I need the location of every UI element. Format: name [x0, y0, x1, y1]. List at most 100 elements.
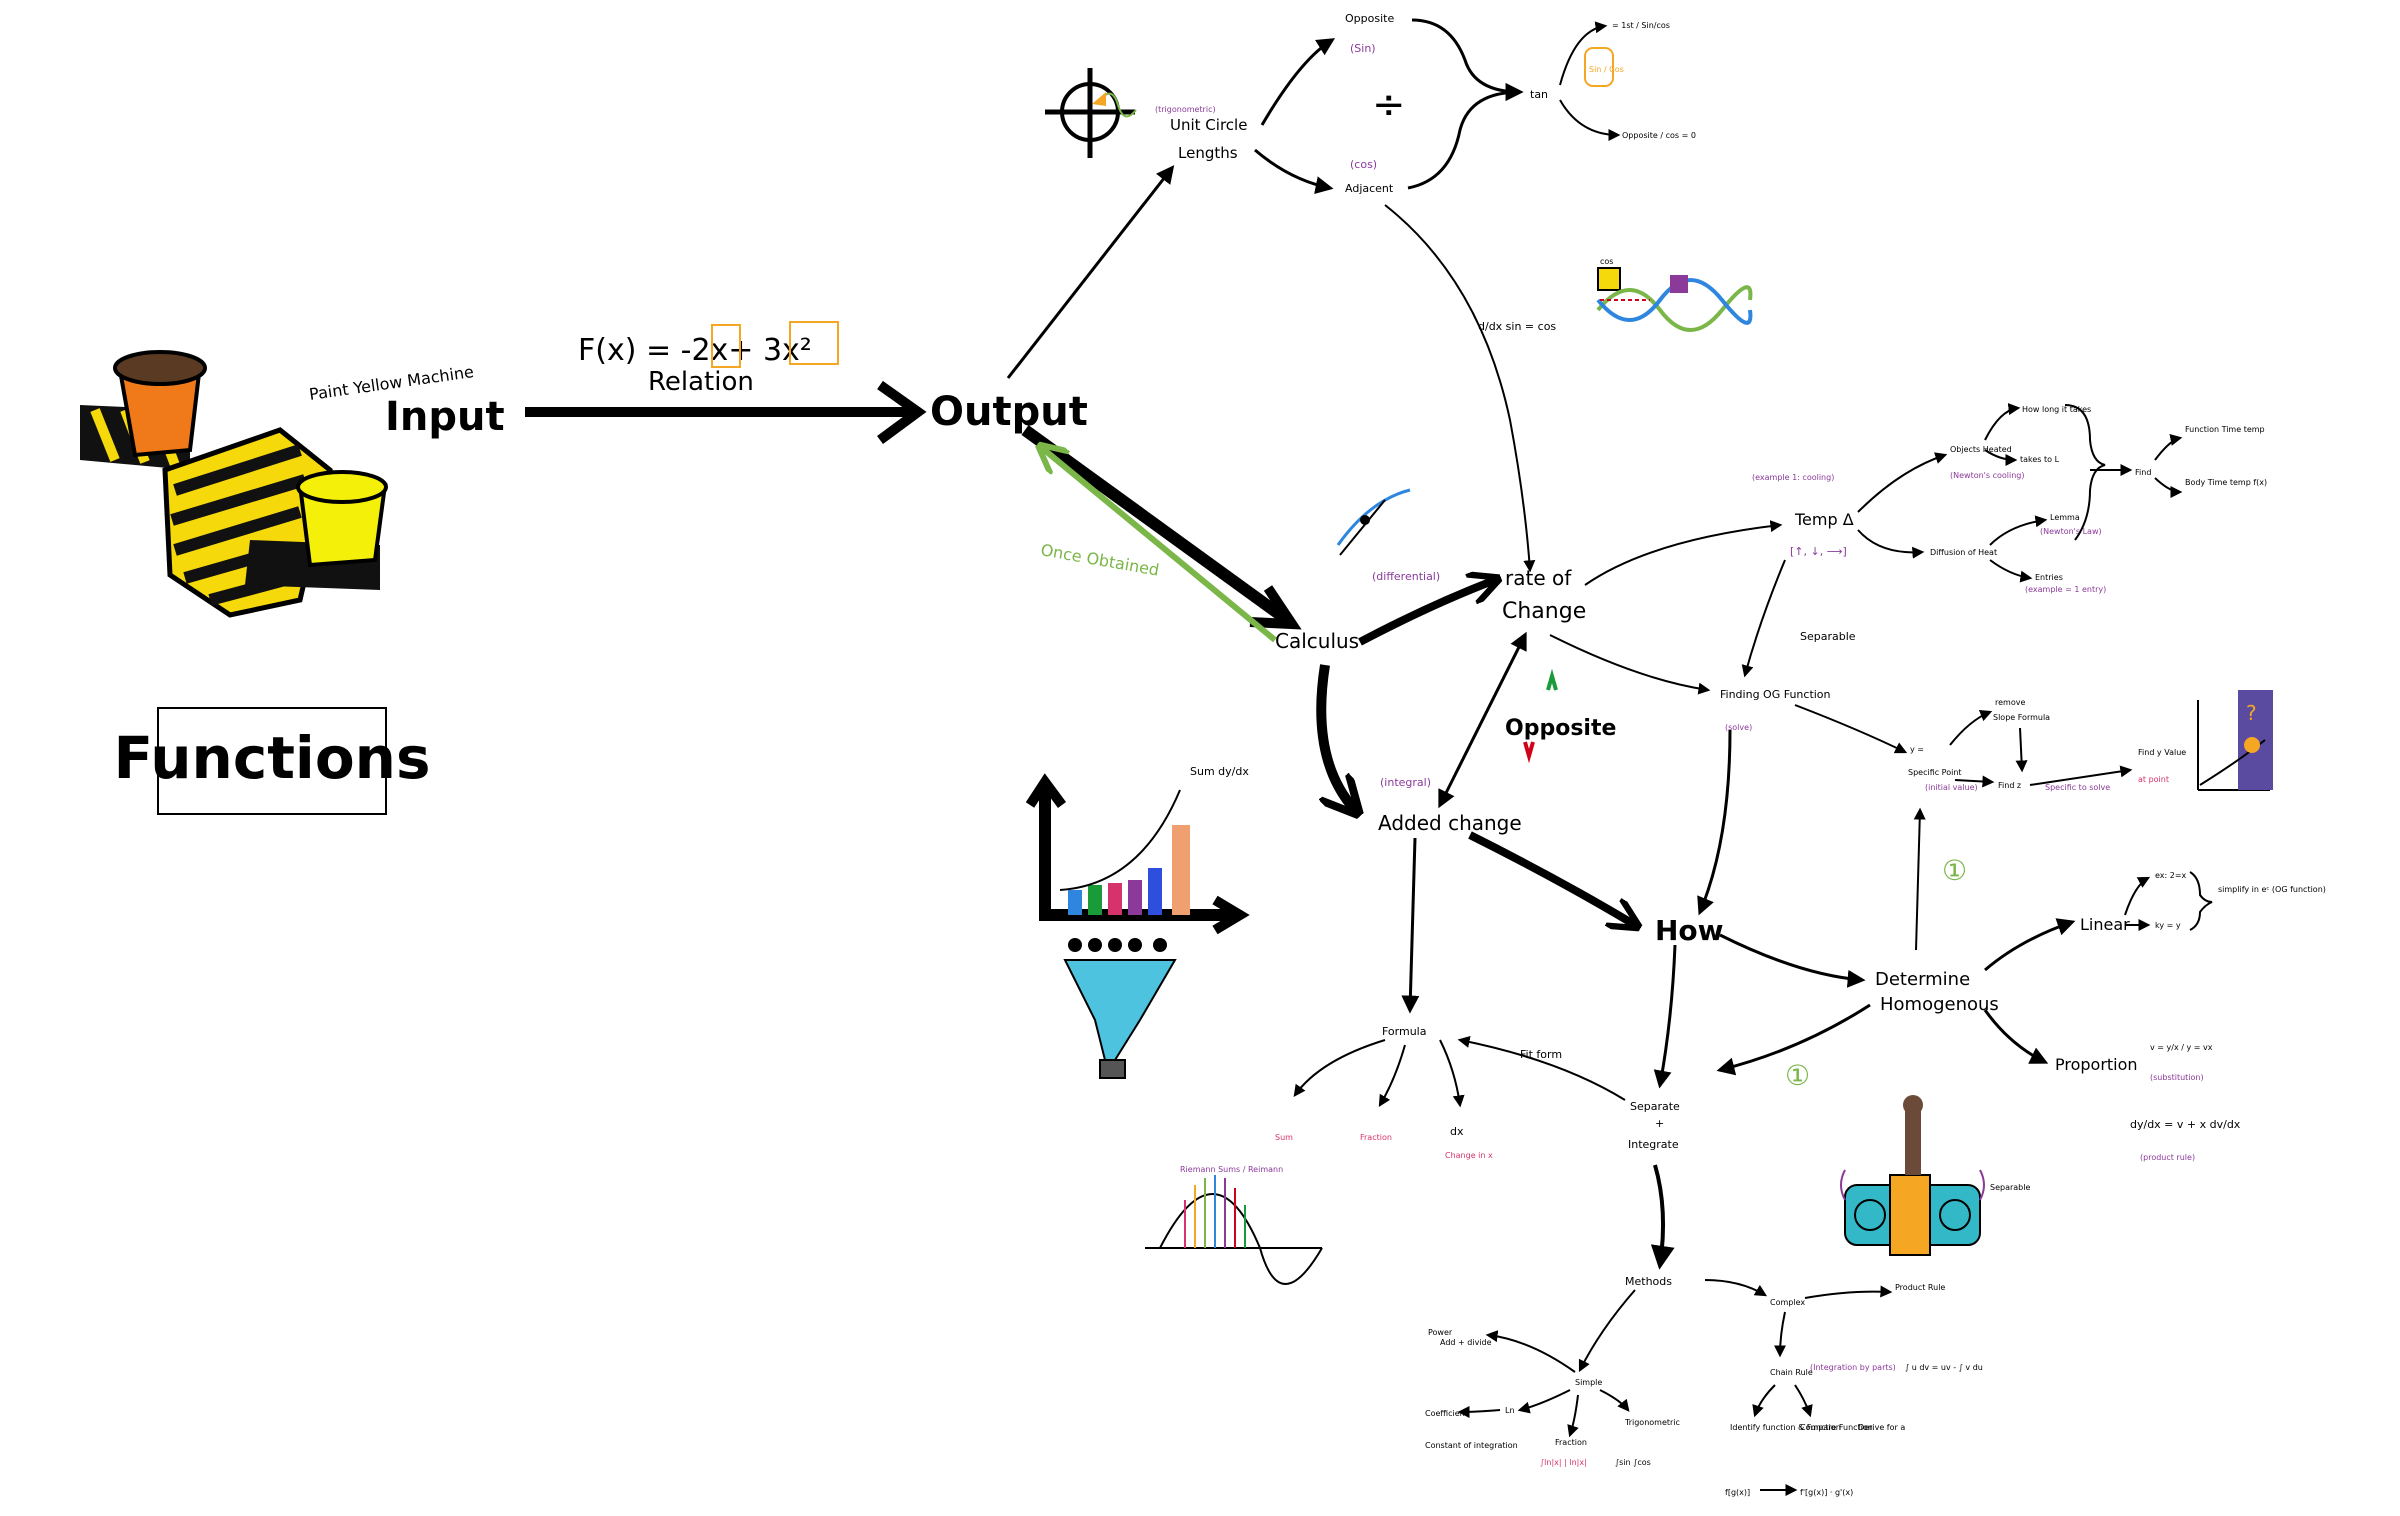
entries-node: Entries: [2035, 573, 2063, 582]
bottom-left-node: Constant of integration: [1425, 1441, 1518, 1450]
riemann-sum-illustration: Riemann Sums / Reimann: [1145, 1165, 1323, 1285]
sine-wave-icon: cos: [1596, 257, 1753, 332]
separate-plus: +: [1655, 1117, 1664, 1130]
simple-node: Simple: [1575, 1378, 1602, 1387]
coeff-node: Coefficient: [1425, 1409, 1468, 1418]
unit-circle-label-2: Lengths: [1178, 144, 1238, 162]
find-z: Find z: [1998, 781, 2021, 790]
temp-node: Temp Δ: [1794, 510, 1854, 529]
find-body: Body Time temp f(x): [2185, 478, 2267, 487]
paint-machine-illustration: Paint Yellow Machine: [80, 350, 475, 618]
remove-node: remove: [1995, 698, 2025, 707]
takes-label: takes to L: [2020, 455, 2060, 464]
svg-text:①: ①: [1785, 1059, 1810, 1092]
area-graph-icon: ?: [2197, 690, 2273, 791]
proportion-note: (substitution): [2150, 1073, 2204, 1082]
product-node: Product Rule: [1895, 1283, 1945, 1292]
frac-bottom-node: ∫ln|x| | ln|x|: [1540, 1458, 1587, 1467]
sum-label: Sum dy/dx: [1190, 765, 1249, 778]
opposite-node: Opposite: [1345, 12, 1394, 25]
tan-bottom: Opposite / cos = 0: [1622, 131, 1696, 140]
proportion-deriv: dy/dx = v + x dv/dx: [2130, 1118, 2241, 1131]
identify-node: Identify function & Function: [1730, 1423, 1841, 1432]
svg-text:?: ?: [2246, 701, 2257, 725]
slope-node: Slope Formula: [1993, 713, 2050, 722]
determine-node-2: Homogenous: [1880, 994, 1999, 1015]
find-y-note: at point: [2138, 775, 2169, 784]
derive-node: Derive for a: [1858, 1423, 1905, 1432]
determine-node-1: Determine: [1875, 969, 1970, 990]
specific-note: (initial value): [1925, 783, 1978, 792]
separable-illustration: Separable: [1840, 1095, 2030, 1256]
proportion-node: Proportion: [2055, 1055, 2138, 1074]
crosshair-icon: [1045, 68, 1137, 158]
how-long: How long it takes: [2022, 405, 2091, 414]
tan-node: tan: [1530, 88, 1548, 101]
fraction-node: Fraction: [1360, 1133, 1392, 1142]
sum-node: Sum: [1275, 1133, 1293, 1142]
temp-tag: (example 1: cooling): [1752, 473, 1834, 482]
added-change-node: Added change: [1378, 811, 1522, 835]
how-node: How: [1655, 914, 1724, 947]
rate-node-2: Change: [1502, 599, 1586, 624]
tan-fraction: Sin / Cos: [1589, 65, 1624, 74]
chain-note: (Integration by parts): [1810, 1363, 1896, 1372]
rate-node-1: rate of: [1505, 566, 1572, 590]
cos-label: (cos): [1350, 158, 1377, 171]
yeq-node: y =: [1910, 745, 1924, 754]
separable-link: Separable: [1800, 630, 1856, 643]
linear-simplify: simplify in eᶜ (OG function): [2218, 885, 2326, 894]
diffusion-node: Diffusion of Heat: [1930, 548, 1997, 557]
once-obtained-arrow: [1042, 448, 1277, 643]
entries-note: (example = 1 entry): [2025, 585, 2106, 594]
fgx2-node: f'[g(x)] · g'(x): [1800, 1488, 1853, 1497]
separate-node-1: Separate: [1630, 1100, 1680, 1113]
finding-node: Finding OG Function: [1720, 688, 1831, 701]
tangent-curve-icon: [1336, 488, 1411, 556]
find-z-note: Specific to solve: [2045, 783, 2110, 792]
formula-node: Formula: [1382, 1025, 1426, 1038]
lemma-node: Lemma: [2050, 513, 2080, 522]
lemma-note: (Newton's Law): [2040, 527, 2102, 536]
proportion-formula: v = y/x / y = vx: [2150, 1043, 2213, 1052]
compare-node: Compare Function: [1800, 1423, 1873, 1432]
uv-formula: ∫ u dv = uv - ∫ v du: [1905, 1363, 1983, 1372]
fgx-node: f[g(x)]: [1725, 1488, 1750, 1497]
input-node: Input: [385, 394, 505, 440]
output-calculus-arrow: [1021, 425, 1294, 627]
integral-tag: (integral): [1380, 776, 1431, 789]
unit-circle-label-1: Unit Circle: [1170, 116, 1247, 134]
separate-node-2: Integrate: [1628, 1138, 1679, 1151]
temp-arrows: [↑, ↓, ⟶]: [1790, 545, 1847, 558]
fit-form-label: Fit form: [1520, 1048, 1562, 1061]
objects-node: Objects Heated: [1950, 445, 2012, 454]
product-rule-note: (product rule): [2140, 1153, 2195, 1162]
objects-note: (Newton's cooling): [1950, 471, 2024, 480]
dx-note: Change in x: [1445, 1151, 1493, 1160]
fraction2-node: Fraction: [1555, 1438, 1587, 1447]
trig-node: Trigonometric: [1624, 1418, 1680, 1427]
divide-symbol: ÷: [1372, 82, 1406, 128]
wave-label: cos: [1600, 257, 1613, 266]
calculus-node: Calculus: [1275, 629, 1359, 653]
complex-node: Complex: [1770, 1298, 1805, 1307]
linear-bottom: ky = y: [2155, 921, 2181, 930]
separable-label: Separable: [1990, 1183, 2030, 1192]
trig-bottom-node: ∫sin ∫cos: [1615, 1458, 1651, 1467]
dx-node: dx: [1450, 1125, 1464, 1138]
title-label: Functions: [114, 724, 431, 792]
tan-top: = 1st / Sin/cos: [1612, 21, 1670, 30]
adjacent-node: Adjacent: [1345, 182, 1394, 195]
find-node: Find: [2135, 468, 2151, 477]
linear-top: ex: 2=x: [2155, 871, 2187, 880]
title-box: Functions: [114, 707, 431, 815]
ln-node: Ln: [1505, 1406, 1515, 1415]
riemann-label: Riemann Sums / Reimann: [1180, 1165, 1283, 1174]
chain-node: Chain Rule: [1770, 1368, 1813, 1377]
sin-label: (Sin): [1350, 42, 1376, 55]
power-node: Power: [1428, 1328, 1453, 1337]
unit-circle-tag: (trigonometric): [1155, 105, 1216, 114]
differential-tag: (differential): [1372, 570, 1440, 583]
find-y: Find y Value: [2138, 748, 2186, 757]
